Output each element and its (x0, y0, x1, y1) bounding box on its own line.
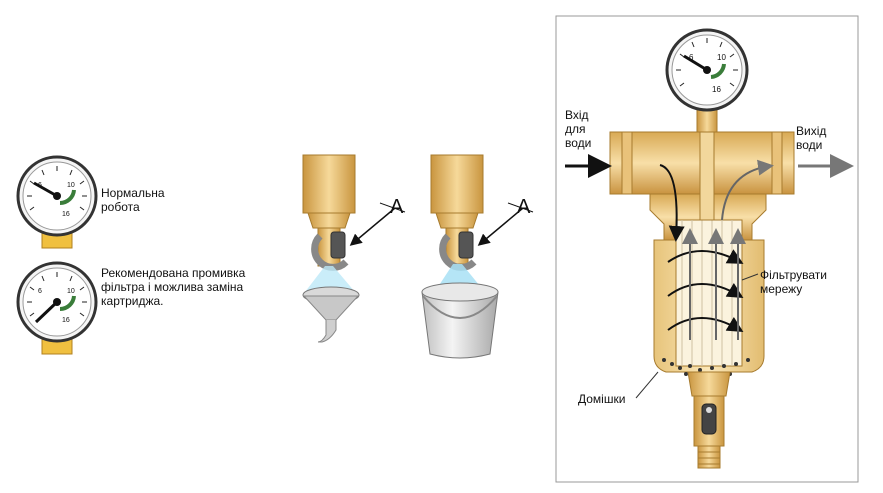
gauge-normal-tick-bottom: 16 (62, 211, 70, 218)
filter-cross-section: 6 10 16 (565, 28, 854, 469)
gauge-flush-tick-bottom: 16 (62, 317, 70, 324)
pointer-a-right (477, 207, 524, 246)
gauge-needle (33, 181, 58, 198)
legend-flush-label: Рекомендована промивка фільтра і можлива… (101, 266, 246, 308)
impurities-label: Домішки (578, 392, 626, 406)
outlet-label: Вихід води (796, 124, 827, 152)
inlet-label: Вхід для води (565, 108, 592, 150)
valve-marker-right: A (517, 196, 531, 218)
gauge-flush-tick-right: 10 (67, 288, 75, 295)
gauge-flush-tick-left: 6 (38, 288, 42, 295)
valve-marker-left: A (390, 196, 404, 218)
legend-normal-label: Нормальна робота (101, 186, 165, 214)
gauge-flush: 6 10 16 (16, 261, 98, 355)
gauge-normal: 6 10 16 (16, 155, 98, 249)
flush-illustration-bucket (421, 154, 499, 359)
main-gauge-tick-left: 6 (689, 53, 694, 62)
flush-illustration-funnel (302, 154, 360, 343)
main-gauge-tick-bottom: 16 (712, 85, 721, 94)
mesh-label: Фільтрувати мережу (760, 268, 827, 296)
gauge-needle (34, 300, 59, 324)
main-gauge-tick-right: 10 (717, 53, 726, 62)
gauge-normal-tick-right: 10 (67, 182, 75, 189)
pointer-a-left (349, 207, 396, 246)
